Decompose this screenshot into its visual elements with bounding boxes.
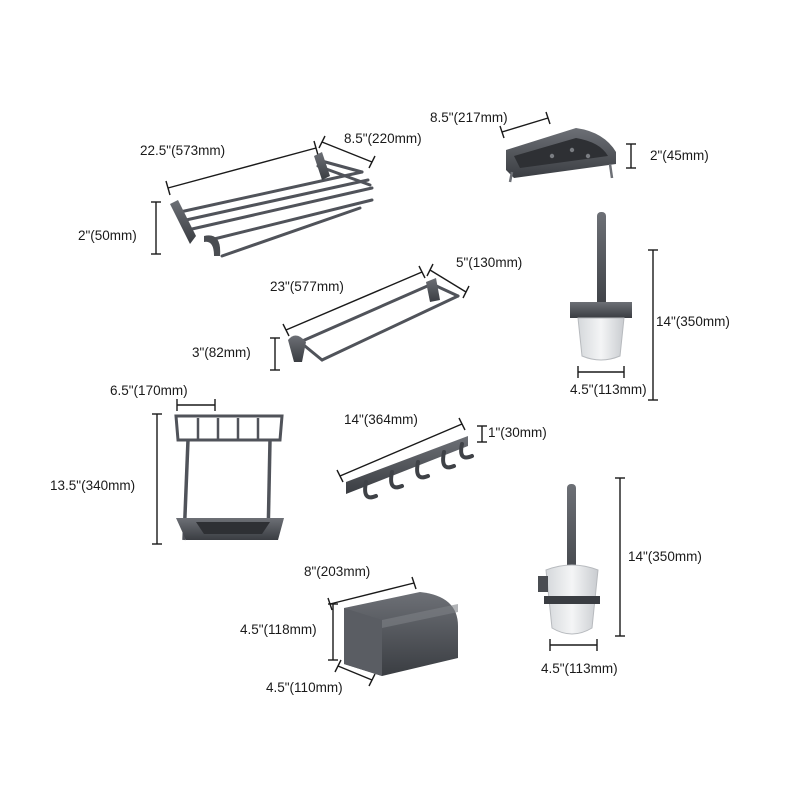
corner-shelf-drawing	[499, 111, 636, 183]
two-tier-shelf-width-label: 6.5"(170mm)	[110, 383, 188, 398]
double-towel-bar-drawing	[270, 263, 470, 371]
double-towel-bar-left-bracket	[288, 335, 306, 362]
toilet-brush-glass-drawing	[538, 477, 625, 651]
hook-rail-bar	[346, 436, 468, 494]
two-tier-corner-shelf-drawing	[152, 399, 284, 545]
towel-rack-width-label: 22.5"(573mm)	[140, 143, 226, 158]
towel-rack-left-hinge	[204, 235, 221, 256]
double-towel-bar-depth-label: 5"(130mm)	[456, 255, 523, 270]
towel-rack-depth-dimension	[318, 135, 376, 169]
paper-holder-width-label: 8"(203mm)	[304, 564, 371, 579]
paper-holder-height-dimension	[328, 603, 338, 661]
paper-holder-drawing	[327, 576, 458, 687]
paper-holder-height-label: 4.5"(118mm)	[240, 622, 317, 637]
toilet-brush-wall-width-label: 4.5"(113mm)	[570, 382, 647, 397]
toilet-brush-wall-cup	[577, 317, 625, 361]
towel-rack-height-dimension	[151, 201, 161, 255]
hook-rail-height-label: 1"(30mm)	[488, 425, 547, 440]
towel-rack-left-bracket	[170, 200, 196, 244]
toilet-brush-glass-width-label: 4.5"(113mm)	[541, 661, 618, 676]
double-towel-bar-width-dimension	[282, 265, 426, 337]
towel-rack-body	[178, 158, 374, 258]
towel-rack-depth-label: 8.5"(220mm)	[344, 131, 422, 146]
toilet-brush-wall-height-dimension	[648, 249, 658, 401]
double-towel-bar-height-dimension	[270, 337, 280, 371]
two-tier-shelf-height-label: 13.5"(340mm)	[50, 478, 136, 493]
toilet-brush-wall-height-label: 14"(350mm)	[656, 314, 730, 329]
two-tier-shelf-width-dimension	[176, 399, 216, 411]
corner-shelf-width-dimension	[499, 111, 551, 139]
paper-holder-depth-dimension	[334, 659, 376, 687]
toilet-brush-wall-handle	[597, 212, 606, 316]
towel-rack-height-label: 2"(50mm)	[78, 228, 137, 243]
corner-shelf-height-label: 2"(45mm)	[650, 148, 709, 163]
towel-rack-folding-drawing	[151, 135, 376, 258]
hook-rail-drawing	[336, 417, 487, 500]
toilet-brush-glass-height-label: 14"(350mm)	[628, 549, 702, 564]
hook-rail-height-dimension	[477, 425, 487, 443]
two-tier-shelf-top-tier	[174, 414, 284, 442]
towel-rack-width-dimension	[165, 140, 319, 196]
toilet-brush-glass-ring	[544, 596, 600, 604]
hook-rail-width-label: 14"(364mm)	[344, 412, 418, 427]
toilet-brush-wall-holder	[570, 302, 632, 318]
two-tier-shelf-height-dimension	[152, 413, 162, 545]
toilet-brush-wall-width-dimension	[577, 366, 625, 378]
toilet-brush-glass-width-dimension	[549, 639, 598, 651]
double-towel-bar-width-label: 23"(577mm)	[270, 279, 344, 294]
toilet-brush-glass-height-dimension	[615, 477, 625, 637]
towel-rack-right-bracket	[314, 152, 330, 180]
double-towel-bar-height-label: 3"(82mm)	[192, 345, 251, 360]
hook-rail-width-dimension	[336, 417, 466, 483]
corner-shelf-height-dimension	[626, 143, 636, 169]
double-towel-bar-depth-dimension	[426, 263, 470, 299]
toilet-brush-wall-drawing	[570, 212, 658, 401]
paper-holder-depth-label: 4.5"(110mm)	[266, 680, 343, 695]
corner-shelf-width-label: 8.5"(217mm)	[430, 110, 508, 125]
